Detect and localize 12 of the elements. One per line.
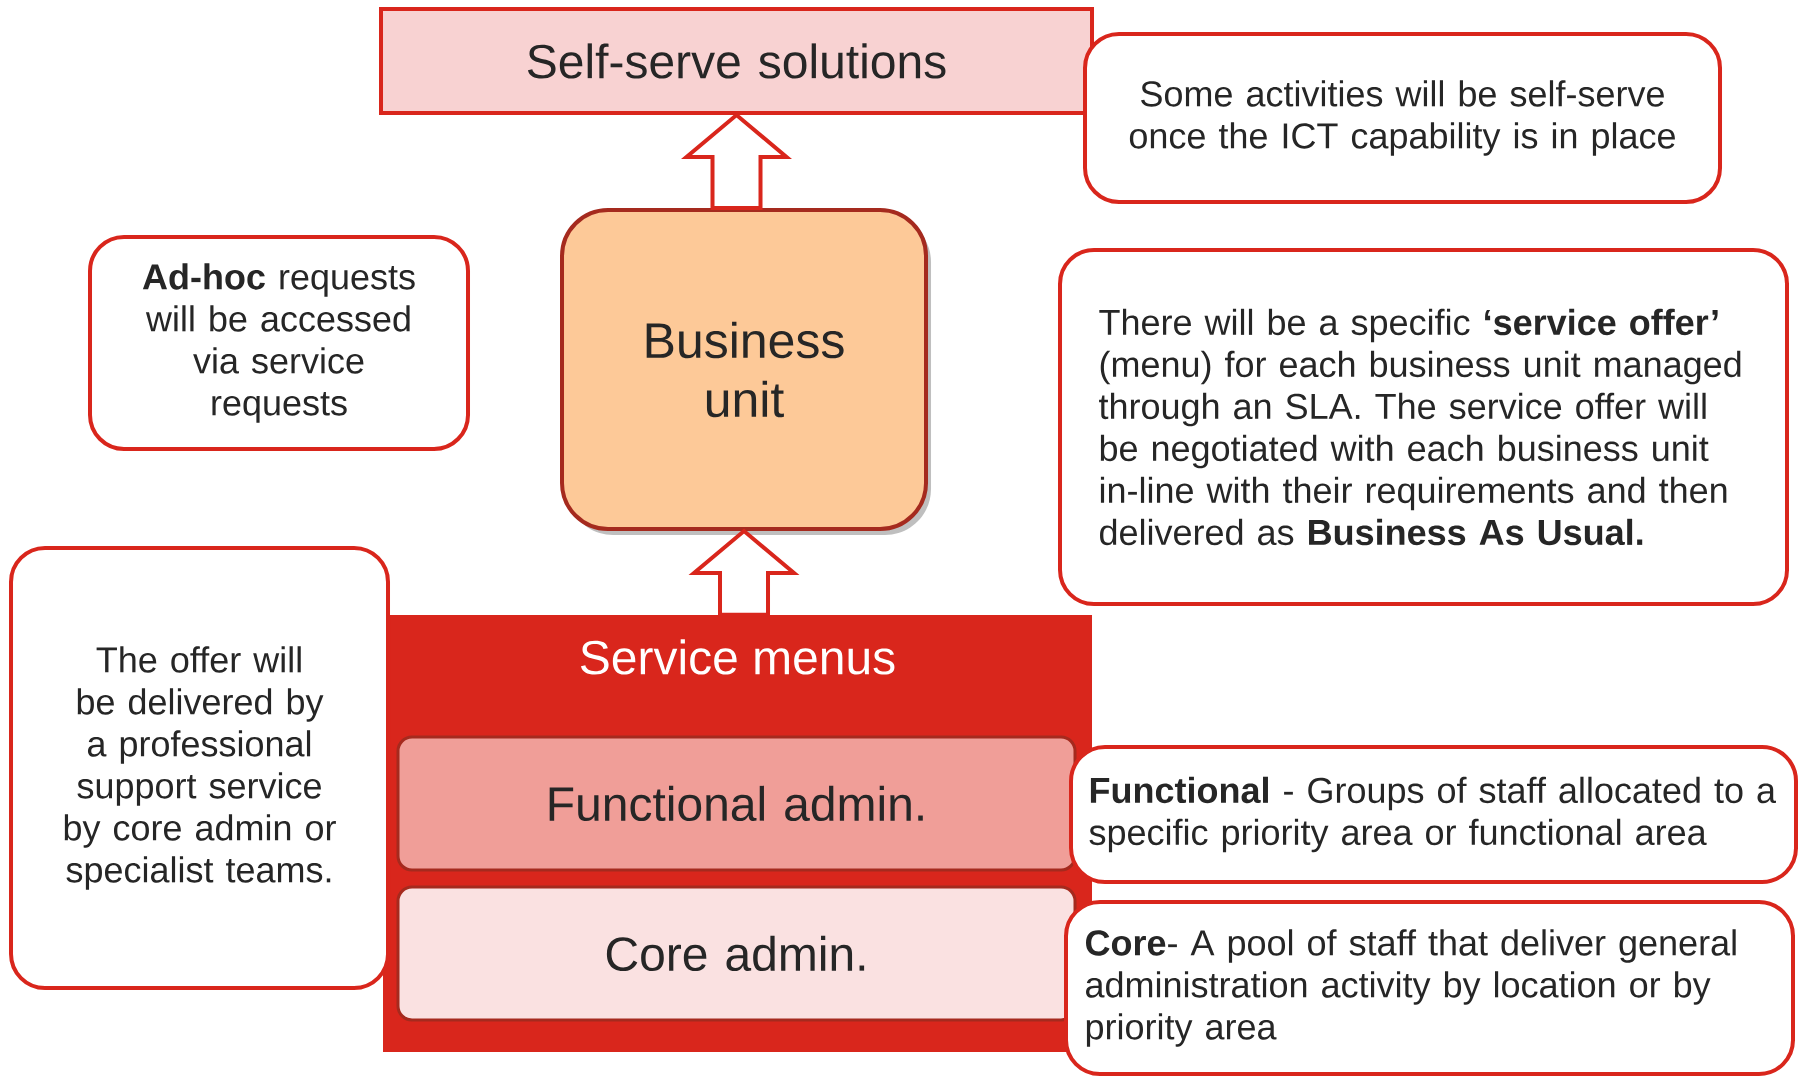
callout-box: Core- A pool of staff that deliver general administration activity by location or by priority area <box>1064 900 1795 1076</box>
title-box: Self-serve solutions <box>379 7 1094 115</box>
menu-item-box: Core admin. <box>396 885 1077 1022</box>
callout-box: Ad-hoc requests will be accessed via service requests <box>88 235 470 451</box>
callout-box: There will be a specific ‘service offer’ (menu) for each business unit managed through an SLA. The service offer will be negotiated with each business unit in-line with their requirements and then delivered as Business As Usual. <box>1058 248 1789 606</box>
callout-box: The offer will be delivered by a professional support service by core admin or specialist teams. <box>9 546 390 990</box>
callout-box: Some activities will be self-serve once the ICT capability is in place <box>1083 32 1722 204</box>
business-unit-box: Business unit <box>560 208 931 535</box>
callout-box: Functional - Groups of staff allocated to a specific priority area or functional area <box>1069 745 1798 884</box>
block-arrow <box>681 112 792 210</box>
menu-item-box: Functional admin. <box>396 735 1077 872</box>
block-arrow <box>688 528 800 617</box>
